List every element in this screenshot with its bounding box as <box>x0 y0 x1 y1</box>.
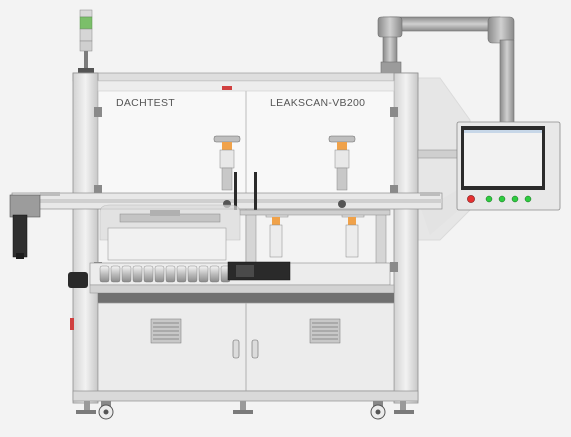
conveyor-roller <box>110 265 121 283</box>
conveyor-roller <box>154 265 165 283</box>
function-button-2[interactable] <box>498 195 506 203</box>
hmi-screen[interactable] <box>464 130 542 186</box>
conveyor-roller <box>165 265 176 283</box>
signal-tower <box>78 9 94 74</box>
function-button-3[interactable] <box>511 195 519 203</box>
hmi-panel[interactable] <box>456 121 561 211</box>
function-button-4[interactable] <box>524 195 532 203</box>
hmi-arm <box>417 149 459 159</box>
conveyor-roller <box>209 265 220 283</box>
top-marker <box>222 86 232 90</box>
conveyor-roller <box>99 265 110 283</box>
top-beam <box>72 72 419 82</box>
right-post <box>393 72 419 404</box>
infeed-assembly <box>99 204 241 261</box>
conveyor-roller <box>198 265 209 283</box>
cable-conduit <box>377 16 515 125</box>
brand-label: DACHTEST <box>116 97 175 109</box>
conveyor-roller <box>176 265 187 283</box>
main-conveyor <box>89 261 395 294</box>
base <box>72 390 419 420</box>
conveyor-roller <box>121 265 132 283</box>
lower-cabinet <box>70 293 395 392</box>
model-label: LEAKSCAN-VB200 <box>270 97 366 109</box>
left-sensor-assembly <box>9 194 88 288</box>
conveyor-roller <box>187 265 198 283</box>
conveyor-roller <box>143 265 154 283</box>
left-post <box>72 72 99 404</box>
stop-button[interactable] <box>467 195 475 203</box>
function-button-1[interactable] <box>485 195 493 203</box>
conveyor-roller <box>132 265 143 283</box>
